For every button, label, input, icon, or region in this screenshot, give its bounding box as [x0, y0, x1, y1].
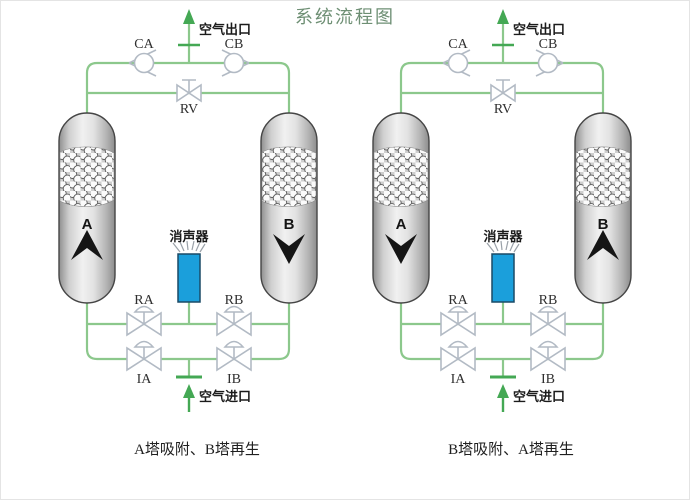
valve-rb: RB — [530, 293, 566, 337]
valve-ib: IB — [530, 340, 566, 387]
valve-cb: CB — [535, 37, 564, 77]
valve-rb-label: RB — [539, 293, 558, 308]
process-diagram-left: 空气出口 A B 消声器 CA — [58, 9, 318, 458]
air-inlet-label: 空气进口 — [199, 389, 251, 404]
up-arrow-icon — [183, 384, 195, 398]
exhaust-spray-icon — [486, 240, 520, 253]
tower-b: B — [574, 112, 632, 304]
tower-b: B — [260, 112, 318, 304]
valve-ra-label: RA — [448, 293, 468, 308]
air-outlet: 空气出口 — [178, 9, 251, 47]
page-title: 系统流程图 — [295, 7, 395, 27]
flow-down-arrow-icon — [385, 234, 417, 264]
caption-left: A塔吸附、B塔再生 — [134, 441, 260, 458]
muffler: 消声器 — [483, 229, 523, 303]
air-outlet-label: 空气出口 — [199, 22, 251, 37]
valve-ca: CA — [128, 37, 157, 77]
up-arrow-icon — [497, 384, 509, 398]
desiccant-band — [59, 146, 115, 207]
caption-right: B塔吸附、A塔再生 — [448, 441, 574, 458]
valve-ra: RA — [126, 293, 162, 337]
valve-ra: RA — [440, 293, 476, 337]
valve-ib-label: IB — [227, 372, 241, 387]
process-diagram-right: 空气出口 A B 消声器 CA — [372, 9, 632, 458]
muffler-body — [177, 253, 201, 303]
muffler-label: 消声器 — [483, 229, 523, 244]
up-arrow-icon — [497, 9, 509, 24]
tower-b-letter: B — [284, 216, 295, 233]
air-outlet-label: 空气出口 — [513, 22, 565, 37]
desiccant-band — [575, 146, 631, 207]
valve-rv: RV — [176, 79, 202, 117]
tower-a: A — [372, 112, 430, 304]
muffler-label: 消声器 — [169, 229, 209, 244]
desiccant-band — [261, 146, 317, 207]
air-outlet: 空气出口 — [492, 9, 565, 47]
flow-up-arrow-icon — [71, 230, 103, 260]
valve-ib-label: IB — [541, 372, 555, 387]
valve-rv: RV — [490, 79, 516, 117]
up-arrow-icon — [183, 9, 195, 24]
exhaust-spray-icon — [172, 240, 206, 253]
muffler: 消声器 — [169, 229, 209, 303]
desiccant-band — [373, 146, 429, 207]
valve-cb: CB — [221, 37, 250, 77]
valve-ia-label: IA — [451, 372, 467, 387]
valve-ca-label: CA — [134, 37, 154, 52]
air-inlet-label: 空气进口 — [513, 389, 565, 404]
valve-ia: IA — [440, 340, 476, 387]
valve-ca: CA — [442, 37, 471, 77]
valve-rb-label: RB — [225, 293, 244, 308]
muffler-body — [491, 253, 515, 303]
valve-rv-label: RV — [180, 102, 198, 117]
valve-cb-label: CB — [225, 37, 244, 52]
valve-ib: IB — [216, 340, 252, 387]
flow-down-arrow-icon — [273, 234, 305, 264]
valve-rb: RB — [216, 293, 252, 337]
valve-ra-label: RA — [134, 293, 154, 308]
tower-a: A — [58, 112, 116, 304]
pipes — [399, 23, 605, 377]
tower-a-letter: A — [82, 216, 93, 233]
air-inlet: 空气进口 — [490, 375, 565, 412]
valve-ca-label: CA — [448, 37, 468, 52]
pipes — [85, 23, 291, 377]
tower-b-letter: B — [598, 216, 609, 233]
flow-up-arrow-icon — [587, 230, 619, 260]
valve-ia-label: IA — [137, 372, 153, 387]
valve-rv-label: RV — [494, 102, 512, 117]
valve-ia: IA — [126, 340, 162, 387]
valve-cb-label: CB — [539, 37, 558, 52]
tower-a-letter: A — [396, 216, 407, 233]
air-inlet: 空气进口 — [176, 375, 251, 412]
